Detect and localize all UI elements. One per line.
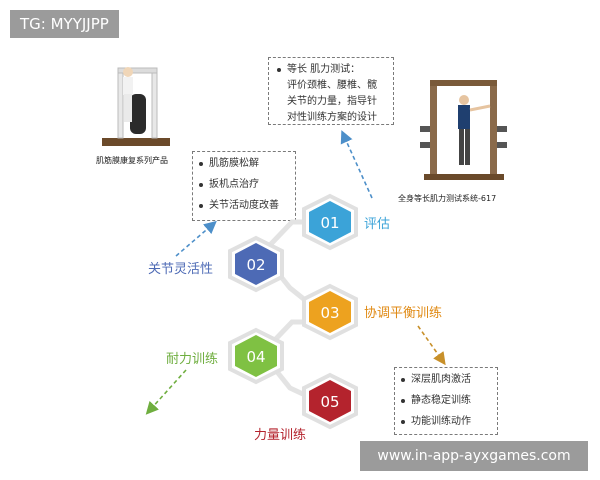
balance-training-note: 深层肌肉激活 静态稳定训练 功能训练动作 [394,367,498,435]
strength-test-title: 等长 肌力测试： [275,62,387,78]
arrow-to-joint-note [175,220,217,257]
balance-item: 功能训练动作 [399,414,493,430]
strength-test-body-1: 评价颈椎、腰椎、髋 [287,80,377,91]
step-01-number: 01 [320,214,339,232]
strength-system-photo [420,78,520,183]
footer-url-tag: www.in-app-ayxgames.com [360,441,588,471]
watermark-tag: TG: MYYJJPP [10,10,119,38]
step-04-number: 04 [246,348,265,366]
arrow-to-strength-note [340,130,373,199]
step-03-number: 03 [320,304,339,322]
strength-test-title-text: 等长 肌力测试： [287,64,361,75]
connector-01-02 [267,219,309,248]
step-01-label: 评估 [364,217,391,232]
joint-item: 关节活动度改善 [197,198,291,214]
step-02-label: 关节灵活性 [148,262,214,277]
step-05-label: 力量训练 [254,428,307,443]
arrow-endurance [145,369,187,415]
step-01-hexagon: 01 [302,193,358,251]
step-02-number: 02 [246,256,265,274]
strength-test-note: 等长 肌力测试： 评价颈椎、腰椎、髋 关节的力量，指导针 对性训练方案的设计 [268,57,394,125]
connector-04-05 [271,365,308,398]
fascia-product-label: 肌筋膜康复系列产品 [96,156,168,165]
fascia-product-photo [92,60,182,150]
strength-system-label: 全身等长肌力测试系统-617 [398,194,497,203]
step-03-hexagon: 03 [302,283,358,341]
joint-item: 肌筋膜松解 [197,156,291,172]
balance-item: 静态稳定训练 [399,393,493,409]
step-05-number: 05 [320,393,339,411]
step-02-hexagon: 02 [228,235,284,293]
joint-mobility-note: 肌筋膜松解 扳机点治疗 关节活动度改善 [192,151,296,221]
balance-item: 深层肌肉激活 [399,372,493,388]
strength-test-body-3: 对性训练方案的设计 [287,112,377,123]
strength-test-body-2: 关节的力量，指导针 [287,96,377,107]
step-04-label: 耐力训练 [166,352,219,367]
arrow-to-balance-note [417,325,446,366]
step-04-hexagon: 04 [228,327,284,385]
joint-item: 扳机点治疗 [197,177,291,193]
step-05-hexagon: 05 [302,372,358,430]
step-03-label: 协调平衡训练 [364,306,443,321]
connector-03-04 [267,319,309,348]
